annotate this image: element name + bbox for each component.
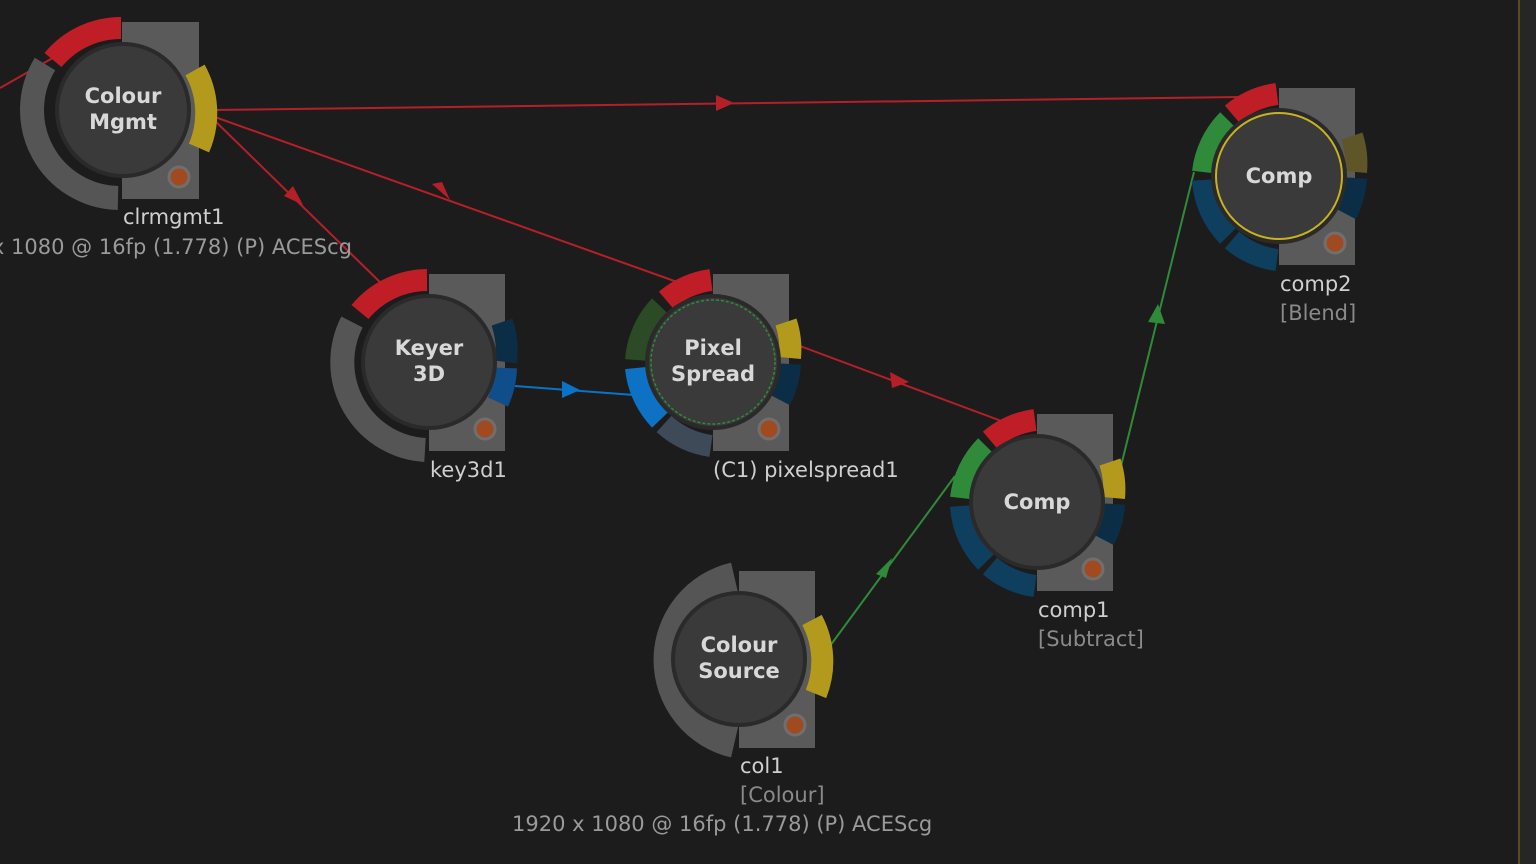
bypass-dot[interactable] (757, 417, 781, 441)
bypass-dot[interactable] (473, 417, 497, 441)
output-arc-olive[interactable] (1341, 132, 1368, 174)
input-arc-red[interactable] (351, 269, 428, 320)
output-arc-yellow[interactable] (1099, 458, 1126, 500)
panel-divider[interactable] (1518, 0, 1520, 864)
input-arc-inactive (330, 316, 427, 462)
node-sub: [Subtract] (1038, 627, 1144, 651)
input-arc-green[interactable] (1192, 112, 1237, 174)
node-body[interactable] (55, 42, 191, 178)
node-body[interactable] (645, 294, 781, 430)
node-sub: [Blend] (1280, 301, 1356, 325)
output-arc-navy[interactable] (1094, 502, 1125, 546)
node-name: key3d1 (430, 458, 507, 482)
node-title: Spread (671, 362, 755, 386)
node-title: Comp (1004, 490, 1071, 514)
panel-edge (1518, 0, 1536, 864)
node-comp1[interactable]: Comp comp1 [Subtract] (950, 409, 1144, 651)
node-body[interactable] (361, 294, 497, 430)
edge-arrow (716, 95, 734, 111)
input-arc-dark-blue[interactable] (1192, 178, 1237, 244)
bypass-dot[interactable] (1323, 231, 1347, 255)
edge-col1-to-comp1[interactable] (826, 475, 956, 651)
input-arc-red[interactable] (658, 269, 713, 309)
edge-arrow (562, 381, 580, 398)
node-title: 3D (413, 362, 445, 386)
bypass-dot[interactable] (783, 713, 807, 737)
edge-clrmgmt1-to-pixelspread1[interactable] (211, 115, 681, 284)
output-arc-blue[interactable] (487, 367, 517, 407)
edge-arrow (890, 372, 909, 388)
output-arc-navy[interactable] (1336, 176, 1367, 220)
node-body[interactable] (671, 591, 807, 727)
node-name: comp2 (1280, 272, 1352, 296)
node-name: comp1 (1038, 598, 1110, 622)
node-title: Keyer (395, 336, 464, 360)
input-arc-inactive (20, 57, 119, 210)
node-key3d1[interactable]: Keyer 3D key3d1 (330, 269, 518, 482)
node-title: Colour (85, 84, 162, 108)
node-body[interactable] (1211, 108, 1347, 244)
selection-ring (650, 299, 776, 425)
output-arc-navy[interactable] (770, 362, 801, 406)
node-clrmgmt1[interactable]: Colour Mgmt clrmgmt1 1920 x 1080 @ 16fp … (0, 16, 352, 259)
input-arc-red[interactable] (44, 16, 122, 68)
input-arc-green[interactable] (950, 438, 995, 500)
selection-ring (1215, 112, 1343, 240)
edge-arrow (284, 186, 303, 205)
node-title: Colour (701, 633, 778, 657)
node-name: (C1) pixelspread1 (713, 458, 899, 482)
connections (0, 54, 1241, 651)
input-arc-red[interactable] (1224, 83, 1279, 123)
node-col1[interactable]: Colour Source col1 [Colour] 1920 x 1080 … (512, 562, 932, 836)
edge-arrow (876, 558, 892, 578)
input-arc-dark-blue[interactable] (982, 557, 1037, 597)
node-name: clrmgmt1 (123, 205, 224, 229)
output-arc-yellow[interactable] (185, 64, 218, 153)
input-arc-dark-blue[interactable] (950, 504, 995, 570)
node-title: Mgmt (89, 110, 157, 134)
node-comp2[interactable]: Comp comp2 [Blend] (1192, 83, 1368, 325)
node-info: 1920 x 1080 @ 16fp (1.778) (P) ACEScg (0, 235, 352, 259)
input-arc-dark-green[interactable] (625, 298, 669, 362)
input-arc-red[interactable] (982, 409, 1037, 449)
input-arc-blue[interactable] (625, 366, 669, 428)
input-arc-slate[interactable] (656, 415, 713, 457)
node-sub: [Colour] (740, 783, 825, 807)
node-name: col1 (740, 754, 784, 778)
output-arc-yellow[interactable] (775, 318, 802, 360)
output-arc-yellow[interactable] (802, 614, 834, 699)
node-title: Source (698, 659, 780, 683)
node-body[interactable] (969, 434, 1105, 570)
node-pixelspread1[interactable]: Pixel Spread (C1) pixelspread1 (625, 269, 899, 482)
node-info: 1920 x 1080 @ 16fp (1.778) (P) ACEScg (512, 812, 932, 836)
node-title: Comp (1246, 164, 1313, 188)
input-arc-dark-blue[interactable] (1224, 231, 1279, 271)
edge-arrow (1148, 304, 1165, 324)
bypass-dot[interactable] (1081, 557, 1105, 581)
output-arc-navy[interactable] (491, 318, 518, 364)
edge-arrow (432, 182, 450, 200)
bypass-dot[interactable] (167, 165, 191, 189)
node-title: Pixel (684, 336, 742, 360)
